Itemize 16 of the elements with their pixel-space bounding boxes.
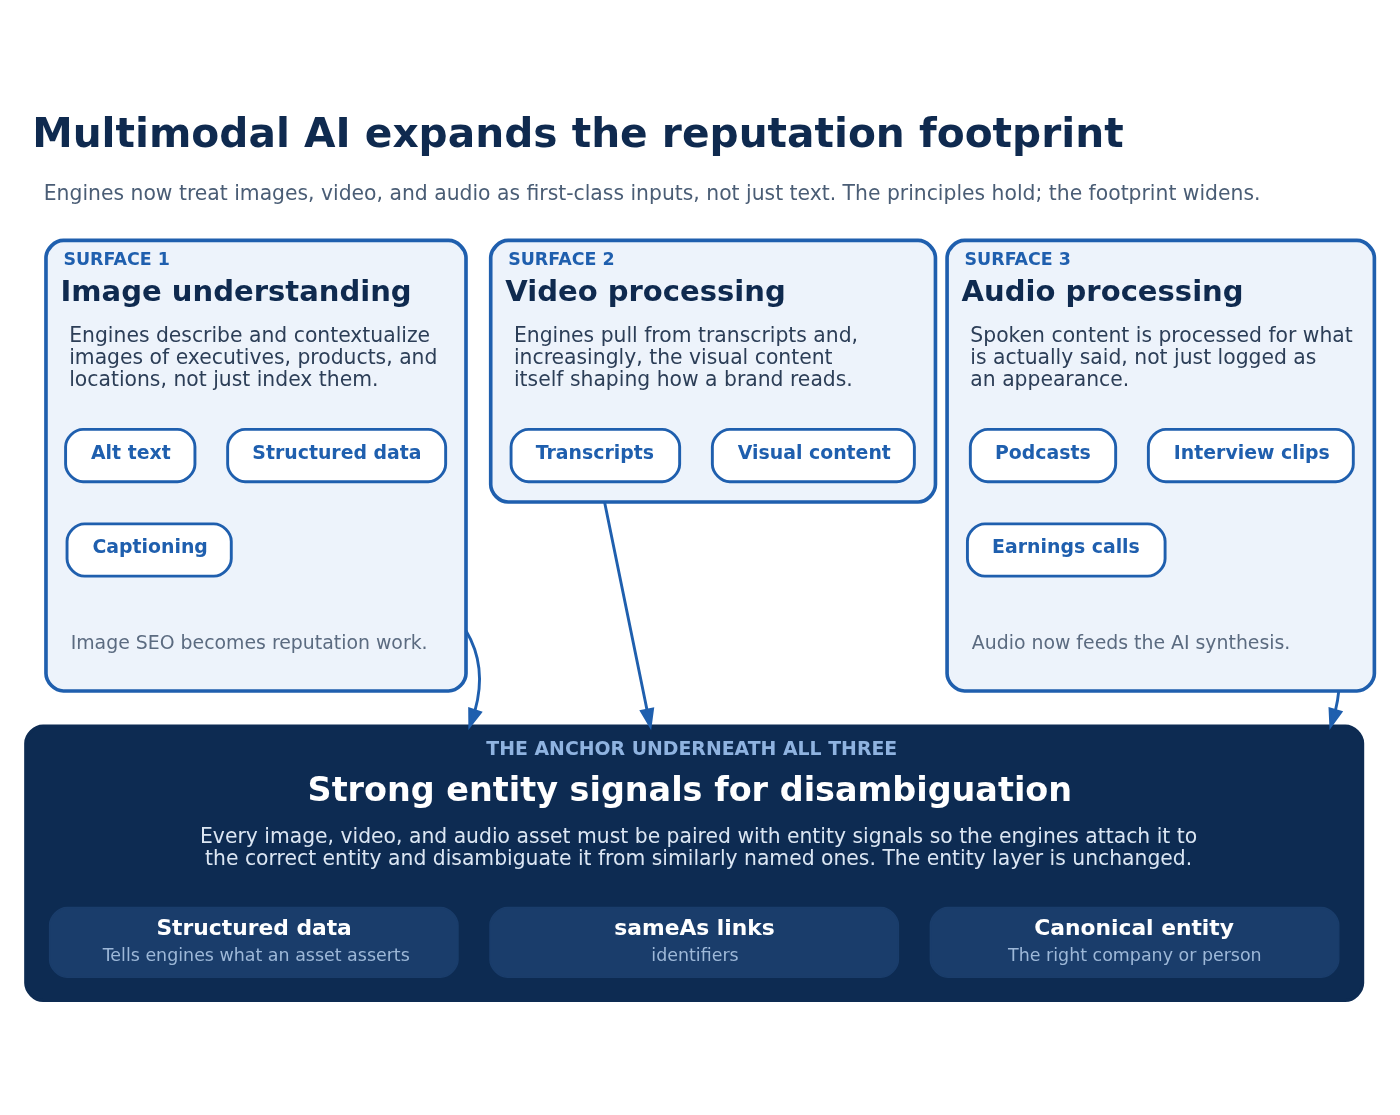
node-box: Structured data bbox=[226, 427, 448, 483]
node-box: Alt text bbox=[64, 427, 197, 483]
arrow bbox=[1328, 690, 1344, 730]
node-box: sameAs links identifiers bbox=[489, 906, 900, 978]
node-box: Transcripts bbox=[509, 427, 682, 483]
node-box: Captioning bbox=[65, 521, 233, 578]
node-box: Earnings calls bbox=[965, 521, 1167, 578]
arrow bbox=[464, 629, 483, 730]
node-box: Interview clips bbox=[1146, 427, 1355, 483]
node-box: Canonical entity The right company or person bbox=[929, 906, 1340, 978]
node-box: Structured data Tells engines what an asset asserts bbox=[48, 906, 459, 978]
diagram-title: Multimodal AI expands the reputation footprint bbox=[32, 108, 1124, 157]
caption: Engines now treat images, video, and audio as first-class inputs, not just text. The principles hold; the footprint widens. bbox=[43, 180, 1261, 205]
arrow bbox=[603, 501, 655, 730]
node-box: Podcasts bbox=[968, 427, 1118, 483]
node-box: Visual content bbox=[710, 427, 916, 483]
